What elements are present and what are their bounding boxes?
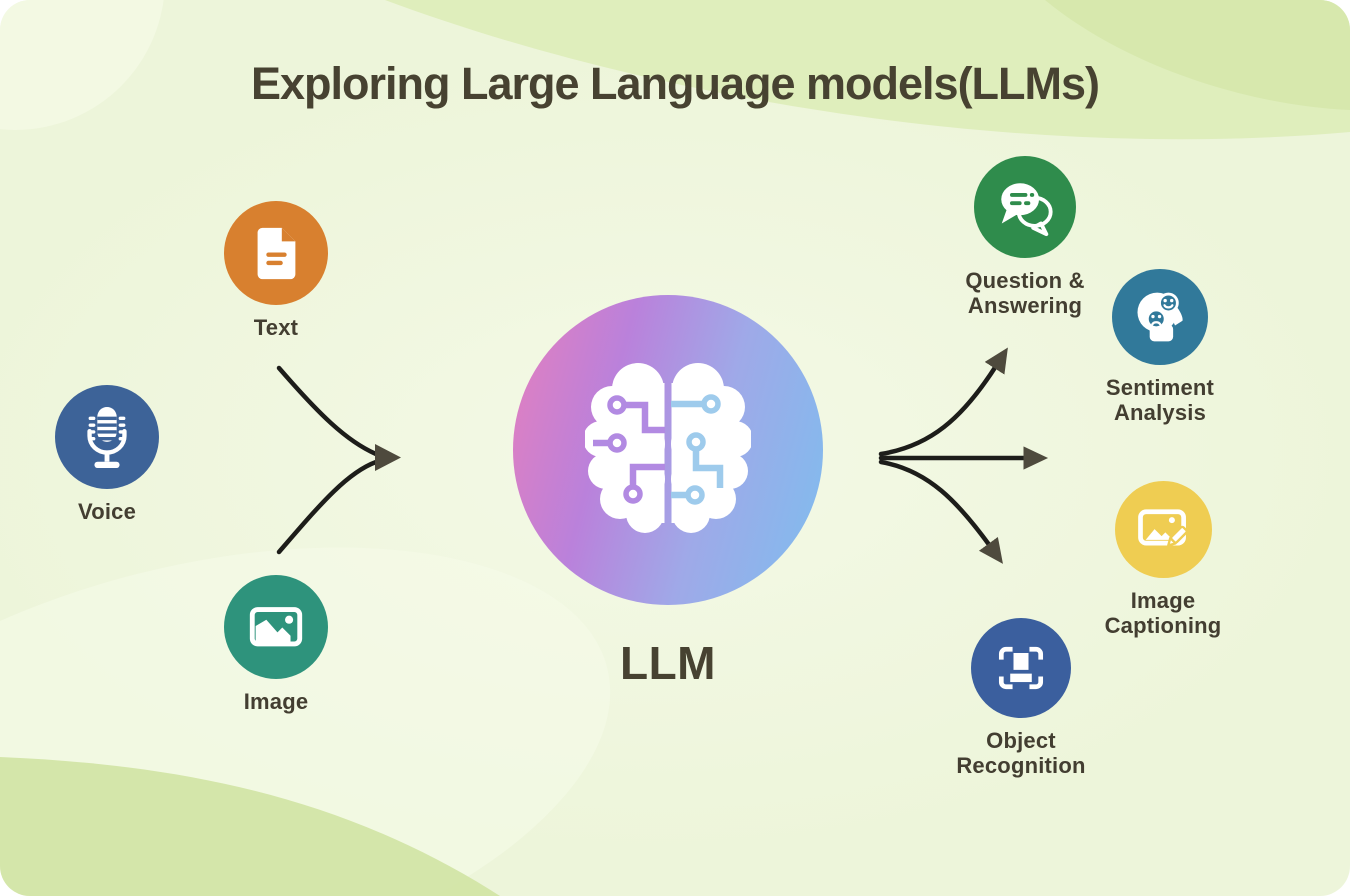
llm-label: LLM <box>619 637 716 689</box>
output-node-question-answering: Question & Answering <box>915 156 1135 318</box>
voice-circle <box>55 385 159 489</box>
background-swirl <box>0 0 164 130</box>
image-captioning-circle <box>1114 481 1212 578</box>
label-line: Captioning <box>1104 613 1222 638</box>
object-recognition-label: Object Recognition <box>956 728 1085 778</box>
voice-label: Voice <box>77 499 137 524</box>
arrow-text-to-llm <box>276 365 379 457</box>
object-recognition-circle <box>971 618 1071 718</box>
input-node-text: Text <box>166 201 386 340</box>
label-line: Question & <box>965 268 1085 293</box>
output-node-object-recognition: Object Recognition <box>911 618 1131 778</box>
chat-bubbles-icon <box>1001 183 1053 237</box>
sentiment-analysis-circle <box>1112 269 1208 365</box>
label-line: Sentiment <box>1105 375 1215 400</box>
sentiment-analysis-label: Sentiment Analysis <box>1106 375 1214 425</box>
question-answering-circle <box>974 156 1076 258</box>
output-node-sentiment-analysis: Sentiment Analysis <box>1050 269 1270 425</box>
microphone-icon <box>87 406 127 468</box>
text-label: Text <box>253 315 299 340</box>
label-line: Answering <box>967 293 1083 318</box>
picture-icon <box>249 607 303 647</box>
arrowhead-into-llm <box>375 444 401 471</box>
arrow-image-to-llm <box>276 459 379 555</box>
llm-node: LLM <box>513 295 823 689</box>
label-line: Object <box>986 728 1056 753</box>
arrow-llm-to-top-outputs <box>878 347 1008 457</box>
background-swirl <box>0 757 500 896</box>
document-icon <box>257 227 296 280</box>
brain-circuit-icon <box>585 363 751 533</box>
llm-circle <box>513 295 823 605</box>
head-emotions-icon <box>1137 292 1183 342</box>
background-swirl <box>1045 0 1350 110</box>
label-line: Analysis <box>1113 400 1207 425</box>
label-line: Image <box>1130 588 1196 613</box>
scan-frame-icon <box>998 646 1044 690</box>
image-edit-icon <box>1138 508 1188 547</box>
diagram-title: Exploring Large Language models(LLMs) <box>250 58 1100 109</box>
input-node-image: Image <box>166 575 386 714</box>
image-circle <box>224 575 328 679</box>
question-answering-label: Question & Answering <box>965 268 1084 318</box>
label-line: Recognition <box>956 753 1086 778</box>
arrow-llm-to-bottom-outputs <box>878 459 1003 564</box>
text-circle <box>224 201 328 305</box>
image-label: Image <box>243 689 309 714</box>
image-captioning-label: Image Captioning <box>1105 588 1222 638</box>
output-node-image-captioning: Image Captioning <box>1053 481 1273 638</box>
input-node-voice: Voice <box>0 385 217 524</box>
